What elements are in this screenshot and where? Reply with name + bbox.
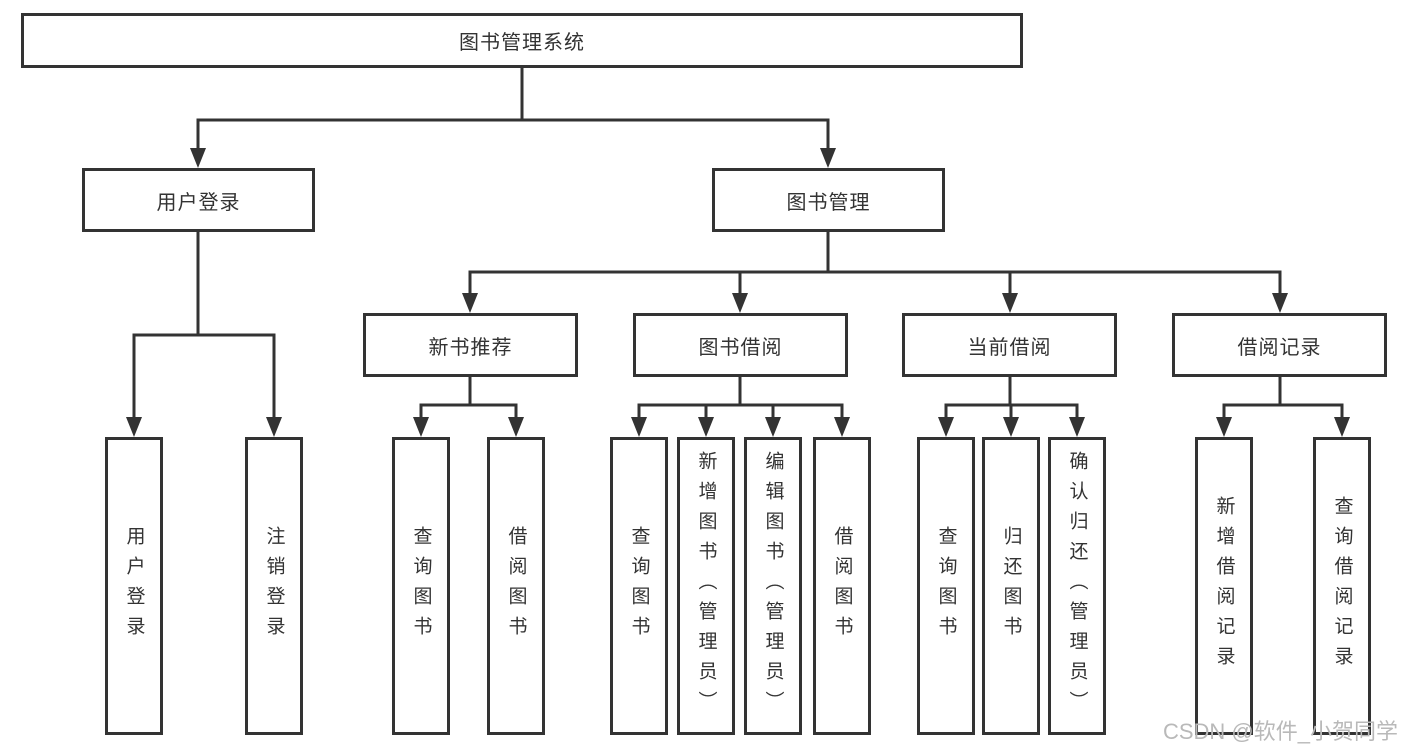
leaf-current-query-books: 查询图书 bbox=[917, 437, 975, 735]
node-label: 图书借阅 bbox=[698, 336, 783, 359]
node-label: 图书管理 bbox=[786, 191, 871, 214]
node-label: 当前借阅 bbox=[967, 336, 1052, 359]
node-label: 新增图书（管理员） bbox=[695, 451, 717, 721]
node-label: 查询图书 bbox=[410, 526, 432, 646]
leaf-logout: 注销登录 bbox=[245, 437, 303, 735]
node-label: 注销登录 bbox=[263, 526, 285, 646]
arrowhead-icon bbox=[508, 417, 524, 437]
leaf-records-query-record: 查询借阅记录 bbox=[1313, 437, 1371, 735]
node-label: 用户登录 bbox=[156, 191, 241, 214]
leaf-current-confirm-return-admin: 确认归还（管理员） bbox=[1048, 437, 1106, 735]
csdn-watermark: CSDN @软件_小贺同学 bbox=[1162, 719, 1398, 744]
leaf-borrowing-add-books-admin: 新增图书（管理员） bbox=[677, 437, 735, 735]
leaf-recommend-query-books: 查询图书 bbox=[392, 437, 450, 735]
arrowhead-icon bbox=[266, 417, 282, 437]
arrowhead-icon bbox=[190, 148, 206, 168]
arrowhead-icon bbox=[1069, 417, 1085, 437]
node-label: 归还图书 bbox=[1000, 526, 1022, 646]
node-new-book-recommend: 新书推荐 bbox=[363, 313, 578, 377]
arrowhead-icon bbox=[1216, 417, 1232, 437]
arrowhead-icon bbox=[698, 417, 714, 437]
arrowhead-icon bbox=[834, 417, 850, 437]
node-label: 新增借阅记录 bbox=[1213, 496, 1235, 676]
arrowhead-icon bbox=[126, 417, 142, 437]
arrowhead-icon bbox=[1334, 417, 1350, 437]
node-label: 查询图书 bbox=[935, 526, 957, 646]
arrowhead-icon bbox=[1002, 293, 1018, 313]
node-label: 新书推荐 bbox=[428, 336, 513, 359]
node-label: 借阅记录 bbox=[1237, 336, 1322, 359]
node-label: 查询图书 bbox=[628, 526, 650, 646]
node-book-borrowing: 图书借阅 bbox=[633, 313, 848, 377]
leaf-borrowing-edit-books-admin: 编辑图书（管理员） bbox=[744, 437, 802, 735]
node-book-management: 图书管理 bbox=[712, 168, 945, 232]
leaf-borrowing-query-books: 查询图书 bbox=[610, 437, 668, 735]
arrowhead-icon bbox=[732, 293, 748, 313]
leaf-user-login: 用户登录 bbox=[105, 437, 163, 735]
arrowhead-icon bbox=[1003, 417, 1019, 437]
node-user-login: 用户登录 bbox=[82, 168, 315, 232]
leaf-records-add-record: 新增借阅记录 bbox=[1195, 437, 1253, 735]
arrowhead-icon bbox=[462, 293, 478, 313]
arrowhead-icon bbox=[413, 417, 429, 437]
node-label: 借阅图书 bbox=[831, 526, 853, 646]
arrowhead-icon bbox=[820, 148, 836, 168]
node-label: 借阅图书 bbox=[505, 526, 527, 646]
arrowhead-icon bbox=[1272, 293, 1288, 313]
arrowhead-icon bbox=[938, 417, 954, 437]
node-current-borrowing: 当前借阅 bbox=[902, 313, 1117, 377]
node-label: 图书管理系统 bbox=[459, 32, 585, 54]
arrowhead-icon bbox=[765, 417, 781, 437]
node-label: 确认归还（管理员） bbox=[1066, 451, 1088, 721]
node-library-management-system: 图书管理系统 bbox=[21, 13, 1023, 68]
leaf-recommend-borrow-books: 借阅图书 bbox=[487, 437, 545, 735]
node-label: 编辑图书（管理员） bbox=[762, 451, 784, 721]
node-label: 用户登录 bbox=[123, 526, 145, 646]
arrowhead-icon bbox=[631, 417, 647, 437]
node-borrowing-records: 借阅记录 bbox=[1172, 313, 1387, 377]
leaf-current-return-books: 归还图书 bbox=[982, 437, 1040, 735]
node-label: 查询借阅记录 bbox=[1331, 496, 1353, 676]
leaf-borrowing-borrow-books: 借阅图书 bbox=[813, 437, 871, 735]
